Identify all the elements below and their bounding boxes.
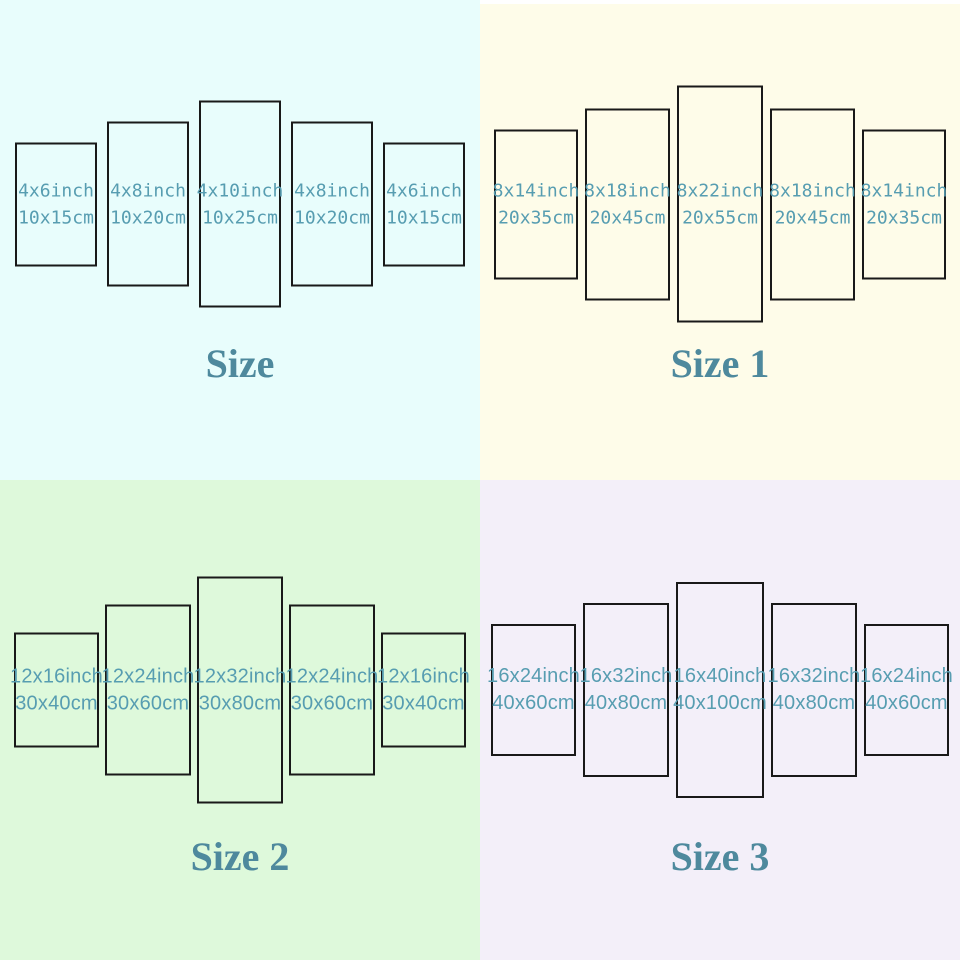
canvas-panel: 16x40inch 40x100cm: [673, 582, 767, 798]
canvas-panel: 4x6inch 10x15cm: [15, 142, 97, 266]
white-gap-strip: [480, 0, 960, 4]
canvas-panel: 8x18inch 20x45cm: [769, 108, 856, 300]
panel-size-inch: 12x32inch: [193, 665, 287, 687]
panel-size-inch: 16x40inch: [673, 665, 767, 687]
panel-size-inch: 8x14inch: [492, 180, 580, 201]
canvas-panel: 12x24inch 30x60cm: [102, 604, 194, 776]
panel-size-inch: 12x24inch: [285, 665, 379, 687]
panel-size-inch: 4x8inch: [110, 180, 186, 201]
canvas-panel: 12x16inch 30x40cm: [10, 632, 103, 748]
canvas-panel: 12x16inch 30x40cm: [377, 632, 470, 748]
panel-size-inch: 8x14inch: [860, 180, 948, 201]
panel-size-cm: 30x80cm: [198, 692, 282, 714]
size-title: Size 1: [670, 341, 770, 386]
panel-size-cm: 20x35cm: [498, 207, 574, 228]
panel-size-inch: 4x6inch: [386, 180, 462, 201]
size-title: Size: [205, 341, 275, 386]
canvas-panel: 12x24inch 30x60cm: [286, 604, 378, 776]
panel-size-cm: 10x15cm: [18, 207, 94, 228]
quadrant-size-2: 12x16inch 30x40cm 12x24inch 30x60cm 12x3…: [0, 480, 480, 960]
panel-size-inch: 12x16inch: [377, 665, 470, 687]
canvas-panel: 16x24inch 40x60cm: [487, 624, 580, 756]
panel-size-cm: 10x15cm: [386, 207, 462, 228]
panel-row: 4x6inch 10x15cm 4x8inch 10x20cm 4x10inch…: [0, 100, 480, 308]
panel-size-cm: 40x80cm: [584, 692, 668, 714]
panel-size-cm: 40x60cm: [865, 692, 948, 714]
panel-size-inch: 8x18inch: [769, 180, 856, 201]
panel-size-inch: 16x32inch: [579, 665, 673, 687]
canvas-panel: 4x10inch 10x25cm: [196, 100, 284, 308]
canvas-panel: 8x22inch 20x55cm: [676, 85, 764, 323]
panel-size-cm: 40x100cm: [673, 692, 767, 714]
canvas-panel: 8x18inch 20x45cm: [584, 108, 671, 300]
panel-row: 16x24inch 40x60cm 16x32inch 40x80cm 16x4…: [480, 582, 960, 798]
quadrant-size-3: 16x24inch 40x60cm 16x32inch 40x80cm 16x4…: [480, 480, 960, 960]
panel-size-inch: 16x32inch: [767, 665, 861, 687]
size-title: Size 2: [190, 834, 290, 879]
panel-size-cm: 10x20cm: [294, 207, 370, 228]
panel-size-inch: 4x8inch: [294, 180, 370, 201]
canvas-panel: 16x24inch 40x60cm: [860, 624, 953, 756]
panel-size-inch: 12x24inch: [101, 665, 195, 687]
canvas-panel: 16x32inch 40x80cm: [768, 603, 860, 777]
canvas-panel: 4x8inch 10x20cm: [107, 121, 189, 287]
panel-size-cm: 20x35cm: [866, 207, 942, 228]
panel-size-cm: 30x60cm: [106, 692, 190, 714]
panel-size-cm: 30x40cm: [382, 692, 465, 714]
panel-size-inch: 8x22inch: [676, 180, 764, 201]
panel-row: 8x14inch 20x35cm 8x18inch 20x45cm 8x22in…: [480, 85, 960, 323]
panel-size-inch: 16x24inch: [860, 665, 953, 687]
panel-row: 12x16inch 30x40cm 12x24inch 30x60cm 12x3…: [0, 576, 480, 804]
panel-size-cm: 40x60cm: [492, 692, 575, 714]
panel-size-cm: 30x60cm: [290, 692, 374, 714]
canvas-panel: 12x32inch 30x80cm: [194, 576, 286, 804]
panel-size-cm: 10x20cm: [110, 207, 186, 228]
panel-size-inch: 12x16inch: [10, 665, 103, 687]
canvas-panel: 8x14inch 20x35cm: [492, 129, 580, 279]
canvas-panel: 8x14inch 20x35cm: [860, 129, 948, 279]
panel-size-cm: 20x45cm: [589, 207, 666, 228]
panel-size-inch: 16x24inch: [487, 665, 580, 687]
canvas-panel: 4x6inch 10x15cm: [383, 142, 465, 266]
size-title: Size 3: [670, 834, 770, 879]
panel-size-cm: 20x45cm: [774, 207, 851, 228]
panel-size-cm: 30x40cm: [15, 692, 98, 714]
panel-size-cm: 20x55cm: [682, 207, 758, 228]
panel-size-cm: 10x25cm: [202, 207, 278, 228]
canvas-panel: 4x8inch 10x20cm: [291, 121, 373, 287]
quadrant-size: 4x6inch 10x15cm 4x8inch 10x20cm 4x10inch…: [0, 0, 480, 480]
quadrant-size-1: 8x14inch 20x35cm 8x18inch 20x45cm 8x22in…: [480, 0, 960, 480]
canvas-panel: 16x32inch 40x80cm: [580, 603, 672, 777]
panel-size-inch: 8x18inch: [584, 180, 671, 201]
panel-size-inch: 4x6inch: [18, 180, 94, 201]
panel-size-inch: 4x10inch: [196, 180, 284, 201]
panel-size-cm: 40x80cm: [772, 692, 856, 714]
